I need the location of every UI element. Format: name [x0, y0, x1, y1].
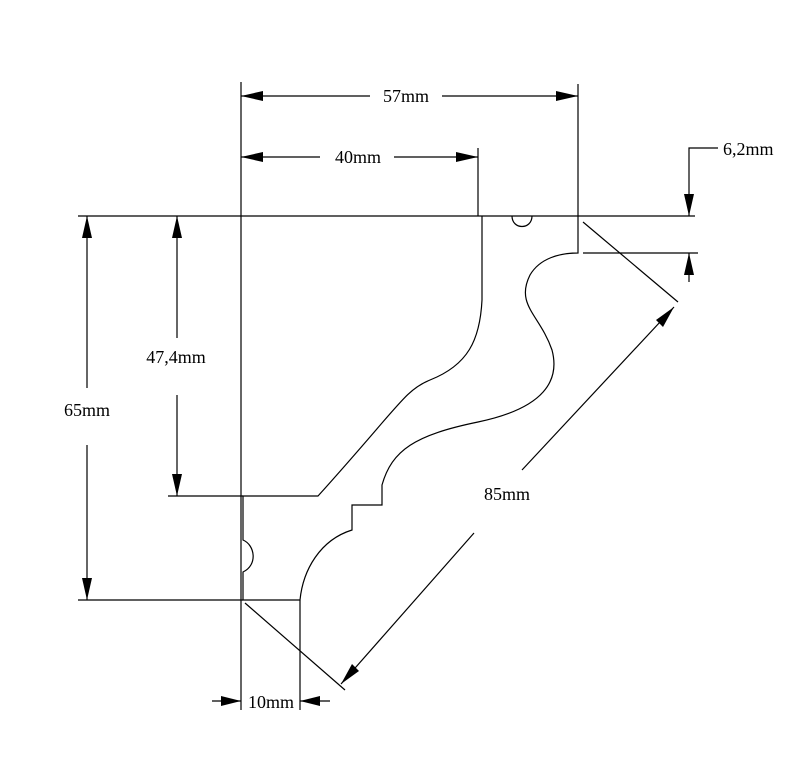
dim-40-arrow-left	[241, 152, 263, 162]
dim-85-label: 85mm	[484, 484, 530, 504]
dim-65-label: 65mm	[64, 400, 110, 420]
dim-6-2-label: 6,2mm	[723, 139, 774, 159]
dim-57-arrow-left	[241, 91, 263, 101]
molding-profile	[242, 216, 579, 601]
ext-diag-top	[582, 221, 679, 303]
dim-10-arrow-right	[300, 696, 320, 706]
dim-6-2-leader	[688, 147, 718, 216]
ext-diag-bottom	[244, 602, 346, 691]
dim-47-label: 47,4mm	[146, 347, 206, 367]
dim-47-arrow-bottom	[172, 474, 182, 496]
dim-85-line-bottom	[340, 532, 475, 685]
dim-6-2-arrow-top	[684, 194, 694, 216]
top-notch	[511, 215, 533, 228]
dim-85-line-top	[521, 306, 675, 471]
dim-85-arrow-bottom	[341, 664, 359, 684]
dim-57-arrow-right	[556, 91, 578, 101]
dim-6-2-arrow-bottom	[684, 253, 694, 275]
dim-85-arrow-top	[656, 307, 674, 327]
dim-10-label: 10mm	[248, 692, 294, 712]
dim-65-arrow-top	[82, 216, 92, 238]
dim-65-arrow-bottom	[82, 578, 92, 600]
dim-10-arrow-left	[221, 696, 241, 706]
dim-40-arrow-right	[456, 152, 478, 162]
dim-47-arrow-top	[172, 216, 182, 238]
dim-40-label: 40mm	[335, 147, 381, 167]
dim-57-label: 57mm	[383, 86, 429, 106]
